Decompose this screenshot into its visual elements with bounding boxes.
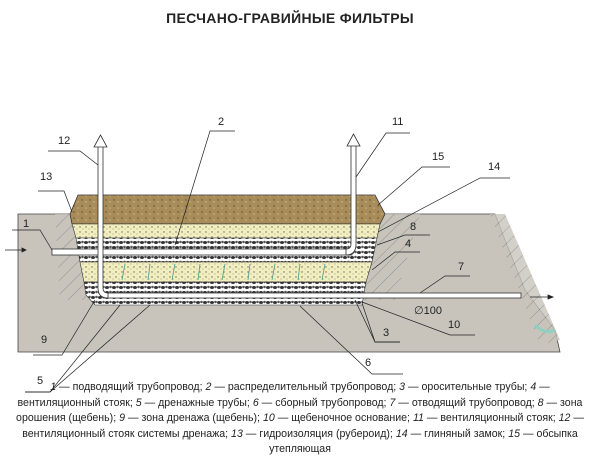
label-8: 8 (410, 221, 416, 233)
legend-text: — вентиляционный стояк; (423, 412, 559, 424)
legend-num: 9 (119, 412, 125, 424)
legend-text: — глиняный замок; (407, 427, 509, 440)
legend-text: — отводящий трубопровод; (395, 396, 538, 409)
label-9: 9 (41, 334, 47, 346)
ground-hatch-cliff (490, 214, 560, 345)
legend-text: — подводящий трубопровод; (56, 381, 206, 393)
label-12: 12 (58, 135, 70, 147)
outflow-arrow-icon (530, 294, 555, 300)
legend-text: — обсыпка утепляющая (269, 427, 578, 456)
label-15: 15 (432, 151, 444, 163)
legend-num: 6 (252, 396, 259, 409)
collector-pipe-6 (102, 292, 522, 299)
label-5: 5 (37, 375, 43, 387)
diagram-title: ПЕСЧАНО-ГРАВИЙНЫЕ ФИЛЬТРЫ (166, 10, 414, 26)
label-6: 6 (365, 357, 371, 369)
legend-num: 4 (530, 381, 537, 393)
label-7: 7 (458, 261, 464, 273)
legend-num: 11 (412, 412, 424, 424)
sand-layer (71, 223, 381, 239)
legend-text: — дренажные трубы; (141, 396, 253, 409)
leader-lines (12, 130, 510, 393)
legend-num: 15 (508, 427, 520, 440)
legend-num: 12 (558, 412, 571, 424)
label-3: 3 (383, 327, 389, 339)
legend-num: 1 (50, 381, 57, 393)
legend-num: 13 (231, 427, 243, 440)
vent-11-arrow-icon (346, 133, 361, 147)
label-1: 1 (23, 218, 29, 230)
legend-text: — гидроизоляция (рубероид); (242, 427, 396, 440)
label-2: 2 (218, 116, 224, 128)
legend-num: 7 (389, 396, 396, 409)
water (533, 323, 556, 334)
label-10: 10 (448, 319, 460, 331)
legend-text: — вентиляционный стояк; (17, 381, 550, 409)
soil-cover-15 (69, 194, 386, 225)
legend-caption: 1 — подводящий трубопровод; 2 — распреде… (8, 380, 592, 458)
legend-text: — зона дренажа (щебень); (125, 412, 263, 424)
legend-num: 8 (537, 396, 544, 409)
legend-text: — распределительный трубопровод; (211, 381, 400, 393)
vent-riser-11 (345, 144, 357, 256)
legend-num: 2 (205, 381, 212, 393)
label-4: 4 (405, 238, 411, 250)
legend-num: 10 (262, 412, 275, 424)
label-13: 13 (40, 171, 52, 183)
legend-num: 14 (395, 427, 408, 440)
irrigation-drips (121, 263, 326, 281)
legend-text: — зона орошения (щебень); (16, 396, 583, 425)
legend-num: 3 (399, 381, 406, 393)
label-diameter: ∅100 (414, 305, 442, 317)
vent-riser-12 (97, 144, 109, 299)
legend-text: — сборный трубопровод; (258, 396, 390, 409)
legend-text: — щебеночное основание; (274, 412, 413, 424)
label-14: 14 (488, 161, 500, 173)
inlet-pipe-1 (51, 248, 353, 256)
vent-12-arrow-icon (93, 134, 108, 148)
legend-text: — оросительные трубы; (405, 381, 531, 393)
legend-text: — вентиляционный стояк системы дренажа; (22, 412, 584, 440)
legend-num: 5 (135, 396, 142, 409)
inflow-arrow-icon (5, 247, 27, 253)
label-11: 11 (392, 116, 403, 128)
